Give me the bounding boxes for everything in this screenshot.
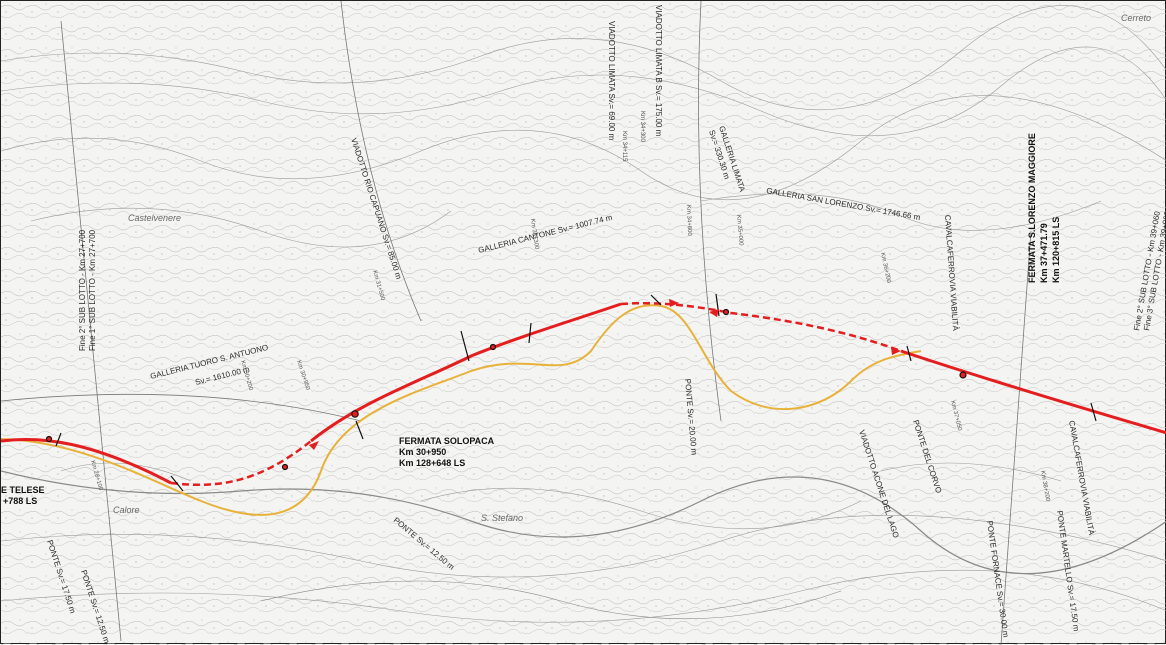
new-alignment-open-1 (310, 302, 622, 443)
secondary-roads (1, 1, 1032, 645)
chainage-k8: Km 34+600 (685, 205, 692, 237)
label-viadotto-limata: VIADOTTO LIMATA Sv.= 69.00 m (607, 21, 616, 141)
station-solopaca-name: FERMATA SOLOPACA (399, 436, 495, 446)
label-viadotto-limata-b: VIADOTTO LIMATA B Sv.= 175.00 m (654, 5, 663, 137)
place-cerreto: Cerreto (1121, 13, 1151, 23)
chainage-k9: Km 35+000 (735, 215, 744, 247)
chainage-k12: Km 38+200 (1039, 470, 1050, 502)
existing-railway-line (1, 304, 922, 516)
station-slorenzo-km2: Km 120+815 LS (1051, 217, 1061, 283)
place-s-stefano: S. Stefano (481, 513, 523, 523)
km-markers (45, 293, 1097, 492)
station-solopaca-km1: Km 30+950 (399, 447, 446, 457)
new-railway-alignment (1, 437, 172, 485)
new-alignment-open-2 (900, 349, 1166, 435)
new-alignment-tunnel-1 (170, 440, 312, 486)
direction-arrows (309, 299, 901, 450)
chainage-k6: Km 34+115 (621, 131, 627, 162)
lot-left-2: Fine 1° SUB LOTTO - Km 27+700 (88, 229, 97, 351)
station-slorenzo-name: FERMATA S.LORENZO MAGGIORE (1027, 133, 1037, 283)
new-alignment-tunnel-2 (620, 301, 902, 353)
station-slorenzo-km1: Km 37+471.79 (1039, 223, 1049, 283)
station-solopaca-km2: Km 128+648 LS (399, 458, 465, 468)
lot-left-1: Fine 2° SUB LOTTO - Km 27+700 (78, 229, 87, 351)
chainage-k5: Km 33+300 (529, 218, 539, 250)
contour-lines (1, 5, 1166, 623)
station-telese-name: E TELESE (1, 485, 45, 495)
place-castelvenere: Castelvenere (128, 213, 181, 223)
station-telese-km: +788 LS (3, 496, 37, 506)
river-calore (1, 470, 1166, 575)
place-calore: Calore (113, 505, 140, 515)
chainage-k7: Km 34+300 (639, 111, 645, 143)
